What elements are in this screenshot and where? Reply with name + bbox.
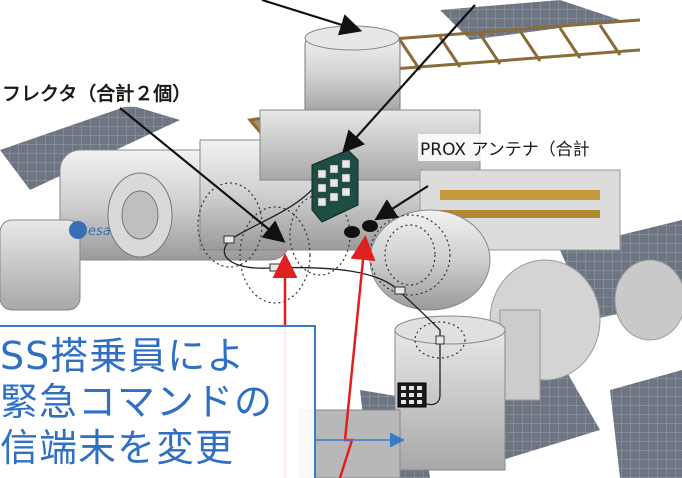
callout-line-1: SS搭乗員によ bbox=[0, 334, 246, 378]
cable bbox=[223, 179, 441, 406]
svg-text:esa: esa bbox=[88, 224, 111, 239]
callout-line-3: 信端末を変更 bbox=[0, 426, 235, 470]
prox-antennas bbox=[344, 220, 378, 238]
callout-text: SS搭乗員によ 緊急コマンドの 信端末を変更 bbox=[0, 333, 273, 471]
reflector-label: フレクタ（合計２個） bbox=[0, 78, 196, 107]
comm-box-bottom bbox=[397, 382, 427, 408]
pointer-arrows bbox=[119, 0, 476, 243]
callout-line-2: 緊急コマンドの bbox=[0, 380, 274, 424]
prox-antenna-label: PROX アンテナ（合計 bbox=[418, 134, 592, 161]
esa-logo: esa bbox=[69, 221, 111, 239]
upper-module bbox=[304, 25, 401, 121]
callout-box: SS搭乗員によ 緊急コマンドの 信端末を変更 bbox=[0, 325, 316, 478]
